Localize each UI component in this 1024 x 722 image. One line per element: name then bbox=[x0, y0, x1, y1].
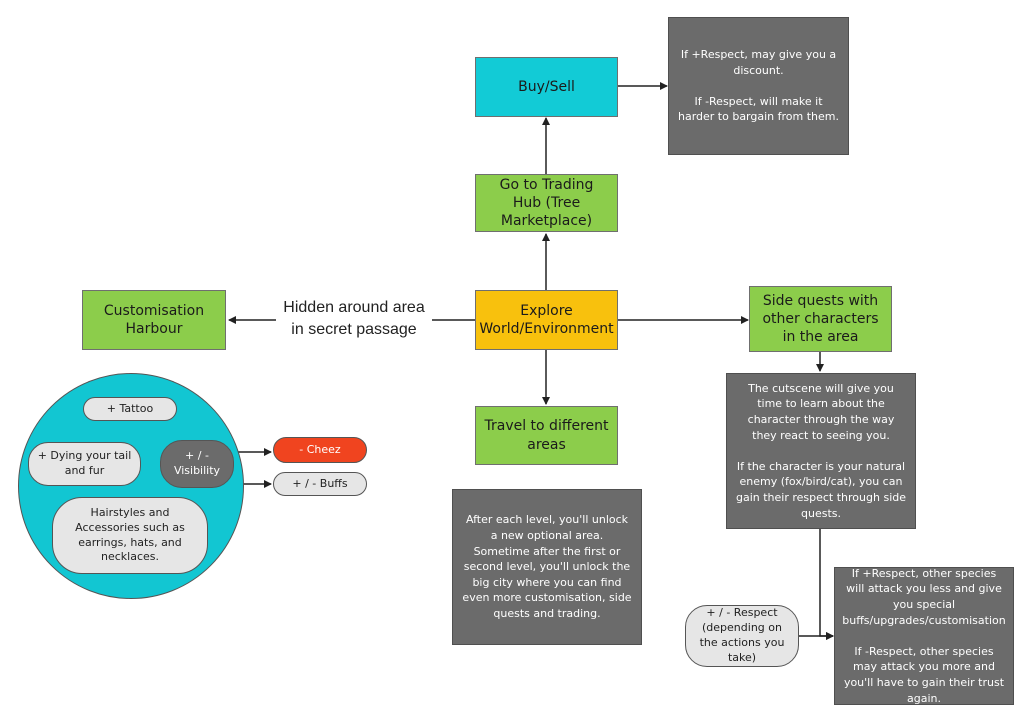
species-respect-note: If +Respect, other species will attack y… bbox=[834, 567, 1014, 705]
visibility-option[interactable]: + / - Visibility bbox=[160, 440, 234, 488]
hidden-passage-label: Hidden around area in secret passage bbox=[283, 299, 425, 338]
buffs-option[interactable]: + / - Buffs bbox=[273, 472, 367, 496]
dying-option[interactable]: + Dying your tail and fur bbox=[28, 442, 141, 486]
species-respect-text: If +Respect, other species will attack y… bbox=[842, 566, 1006, 705]
cheez-option[interactable]: - Cheez bbox=[273, 437, 367, 463]
customisation-harbour-node[interactable]: Customisation Harbour bbox=[82, 290, 226, 350]
level-unlock-note: After each level, you'll unlock a new op… bbox=[452, 489, 642, 645]
respect-discount-note: If +Respect, may give you a discount. If… bbox=[668, 17, 849, 155]
cutscene-note: The cutscene will give you time to learn… bbox=[726, 373, 916, 529]
buy-sell-node[interactable]: Buy/Sell bbox=[475, 57, 618, 117]
tattoo-option[interactable]: + Tattoo bbox=[83, 397, 177, 421]
trading-hub-node[interactable]: Go to Trading Hub (Tree Marketplace) bbox=[475, 174, 618, 232]
hairstyles-option[interactable]: Hairstyles and Accessories such as earri… bbox=[52, 497, 208, 574]
respect-pill[interactable]: + / - Respect (depending on the actions … bbox=[685, 605, 799, 667]
respect-discount-text: If +Respect, may give you a discount. If… bbox=[677, 47, 839, 124]
level-unlock-text: After each level, you'll unlock a new op… bbox=[462, 513, 632, 621]
cutscene-text: The cutscene will give you time to learn… bbox=[735, 381, 907, 520]
explore-node[interactable]: Explore World/Environment bbox=[475, 290, 618, 350]
side-quests-node[interactable]: Side quests with other characters in the… bbox=[749, 286, 892, 352]
arrow-cutscene-to-species bbox=[819, 529, 834, 640]
travel-node[interactable]: Travel to different areas bbox=[475, 406, 618, 465]
